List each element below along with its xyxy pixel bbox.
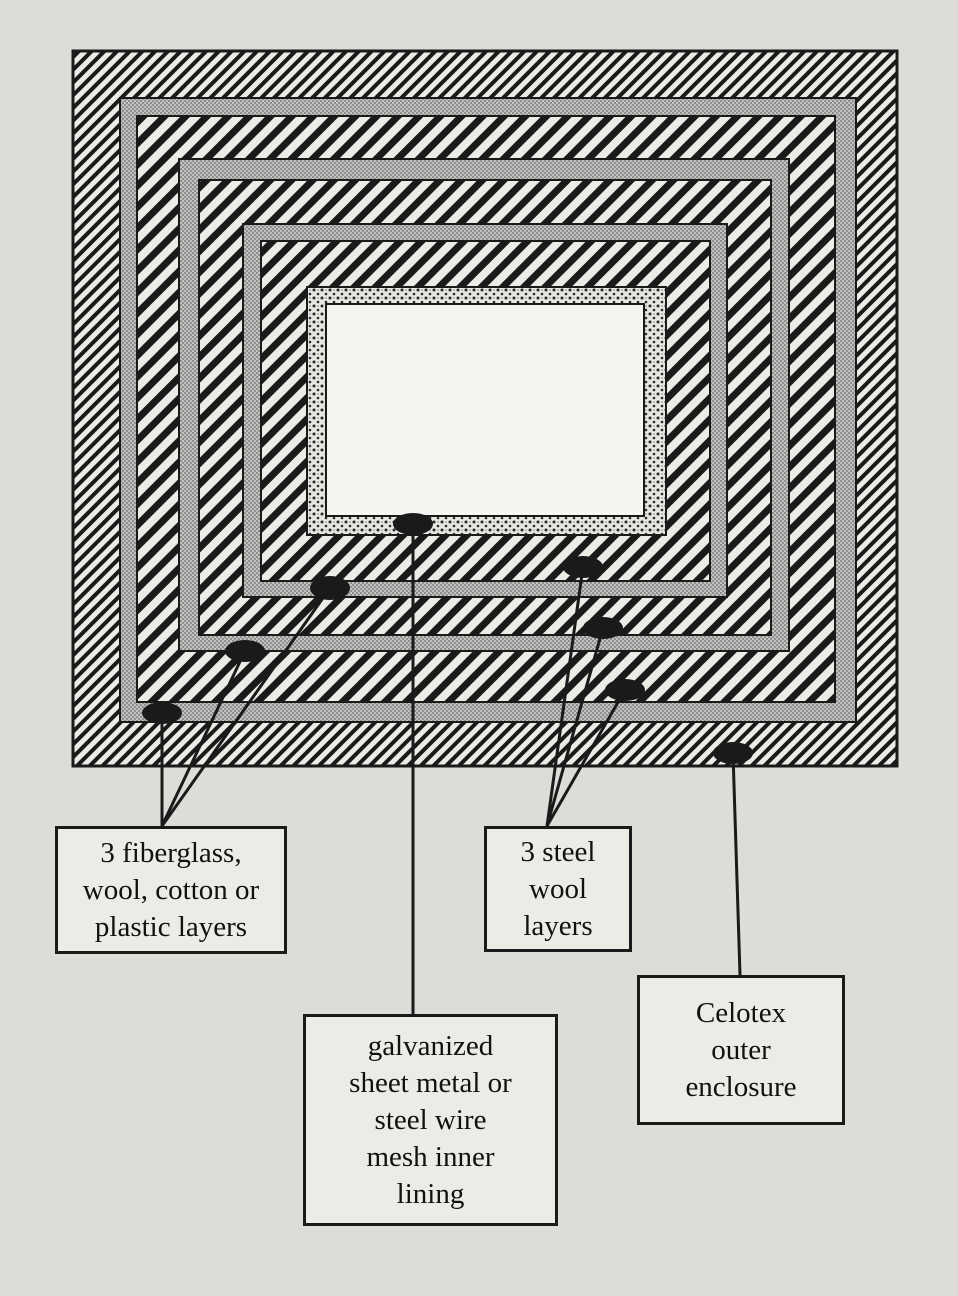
pointer-dot — [563, 556, 603, 578]
label-line: enclosure — [685, 1070, 797, 1103]
pointer-dot — [393, 513, 433, 535]
label-line: layers — [523, 909, 593, 942]
fiberglass-layers-label: 3 fiberglass, wool, cotton or plastic la… — [55, 826, 287, 954]
pointer-dot — [142, 702, 182, 724]
label-line: Celotex — [695, 996, 787, 1029]
label-line: lining — [396, 1177, 465, 1210]
label-line: galvanized — [367, 1029, 494, 1062]
label-line: mesh inner — [366, 1140, 495, 1173]
inner-lining-label: galvanized sheet metal or steel wire mes… — [303, 1014, 558, 1226]
pointer-dot — [583, 617, 623, 639]
outer-enclosure-label: Celotex outer enclosure — [637, 975, 845, 1125]
pointer-dot — [605, 679, 645, 701]
label-line: 3 fiberglass, — [100, 836, 242, 869]
label-line: outer — [711, 1033, 771, 1066]
pointer-dots — [142, 513, 753, 764]
pointer-dot — [713, 742, 753, 764]
inner-cavity — [325, 303, 645, 517]
label-line: 3 steel — [520, 835, 596, 868]
label-line: plastic layers — [94, 910, 248, 943]
pointer-dot — [225, 640, 265, 662]
steel-wool-layers-label: 3 steel wool layers — [484, 826, 632, 952]
label-line: sheet metal or — [349, 1066, 512, 1099]
label-line: wool — [529, 872, 587, 905]
leader-lines — [160, 524, 742, 1014]
label-line: wool, cotton or — [82, 873, 260, 906]
label-line: steel wire — [374, 1103, 487, 1136]
pointer-dot — [310, 576, 350, 600]
